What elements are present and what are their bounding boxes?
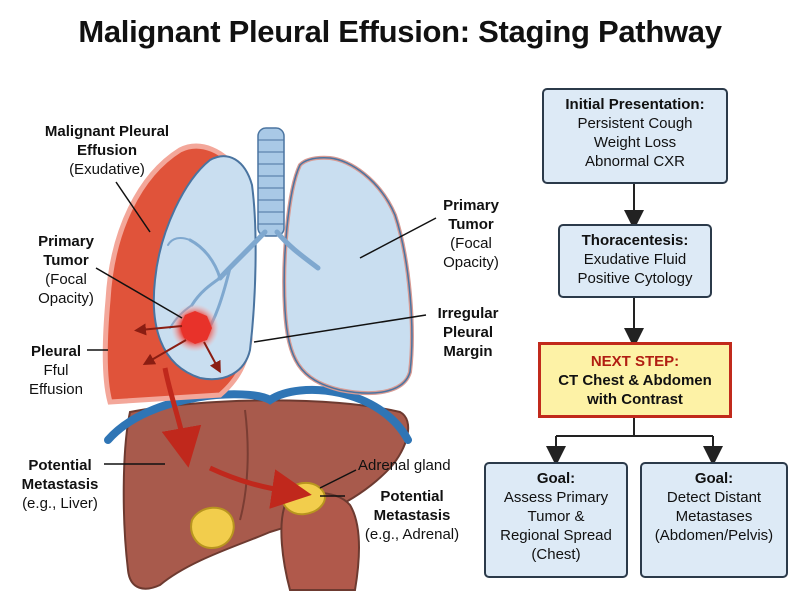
effusion-label-title: Malignant Pleural Effusion <box>44 123 170 159</box>
adrenal-gland-label: Adrenal gland <box>358 456 478 475</box>
effusion-label: Malignant Pleural Effusion (Exudative) <box>38 122 176 179</box>
flow-connectors <box>546 184 723 466</box>
diaphragm-line <box>104 386 412 444</box>
primary-tumor-label-right: Primary Tumor (Focal Opacity) <box>432 196 510 272</box>
adrenal-gland-lower-shape <box>190 506 235 550</box>
primary-tumor-shape <box>180 311 212 344</box>
metastasis-arrow-adrenal <box>208 465 312 509</box>
irregular-margin-label: Irregular Pleural Margin <box>426 304 510 361</box>
next-step-box: NEXT STEP: CT Chest & Abdomen with Contr… <box>538 342 732 418</box>
goal-metastases-line: Metastases <box>675 508 753 525</box>
metastasis-liver-label: Potential Metastasis (e.g., Liver) <box>12 456 108 513</box>
initial-presentation-line: Abnormal CXR <box>584 153 686 170</box>
goal-chest-line: (Chest) <box>531 546 581 563</box>
goal-chest-line: Regional Spread <box>500 527 612 544</box>
trachea <box>257 127 285 237</box>
goal-metastases-title: Goal: <box>694 470 734 487</box>
next-step-line: CT Chest & Abdomen <box>558 372 712 389</box>
metastasis-arrow-liver <box>161 367 202 468</box>
metastasis-adrenal-label-sub: (e.g., Adrenal) <box>364 526 460 543</box>
metastasis-adrenal-label-title: Potential Metastasis <box>373 488 451 524</box>
initial-presentation-box: Initial Presentation: Persistent Cough W… <box>542 88 728 184</box>
primary-tumor-label-right-title: Primary Tumor <box>443 197 499 233</box>
next-step-title: NEXT STEP: <box>590 353 680 370</box>
goal-chest-line: Assess Primary <box>503 489 609 506</box>
adrenal-gland-label-text: Adrenal gland <box>358 457 451 474</box>
goal-chest-line: Tumor & <box>527 508 585 525</box>
primary-tumor-label-left-title: Primary Tumor <box>38 233 94 269</box>
goal-metastases-line: (Abdomen/Pelvis) <box>654 527 774 544</box>
next-step-line: with Contrast <box>587 391 683 408</box>
primary-tumor-label-left-sub: (Focal Opacity) <box>38 271 94 307</box>
thoracentesis-line: Positive Cytology <box>577 270 693 287</box>
pleural-label-sub: Fful Effusion <box>29 362 83 398</box>
adrenal-gland-shape <box>281 481 326 516</box>
initial-presentation-title: Initial Presentation: <box>565 96 705 113</box>
goal-chest-title: Goal: <box>536 470 576 487</box>
pleural-label-title: Pleural <box>30 343 82 360</box>
pleural-label: Pleural Fful Effusion <box>20 342 92 399</box>
goal-metastases-box: Goal: Detect Distant Metastases (Abdomen… <box>640 462 788 578</box>
right-lung-shape <box>282 155 414 396</box>
initial-presentation-line: Persistent Cough <box>577 115 693 132</box>
thoracentesis-line: Exudative Fluid <box>583 251 687 268</box>
page-title: Malignant Pleural Effusion: Staging Path… <box>78 14 722 49</box>
effusion-label-sub: (Exudative) <box>69 161 145 178</box>
thoracentesis-title: Thoracentesis: <box>581 232 689 249</box>
primary-tumor-label-right-sub: (Focal Opacity) <box>443 235 499 271</box>
thoracentesis-box: Thoracentesis: Exudative Fluid Positive … <box>558 224 712 298</box>
goal-metastases-line: Detect Distant <box>666 489 762 506</box>
metastasis-liver-label-title: Potential Metastasis <box>21 457 99 493</box>
irregular-margin-label-title: Irregular Pleural Margin <box>437 305 499 360</box>
metastasis-liver-label-sub: (e.g., Liver) <box>22 495 98 512</box>
primary-tumor-label-left: Primary Tumor (Focal Opacity) <box>18 232 114 308</box>
metastasis-adrenal-label: Potential Metastasis (e.g., Adrenal) <box>350 487 474 544</box>
initial-presentation-line: Weight Loss <box>593 134 677 151</box>
goal-chest-box: Goal: Assess Primary Tumor & Regional Sp… <box>484 462 628 578</box>
